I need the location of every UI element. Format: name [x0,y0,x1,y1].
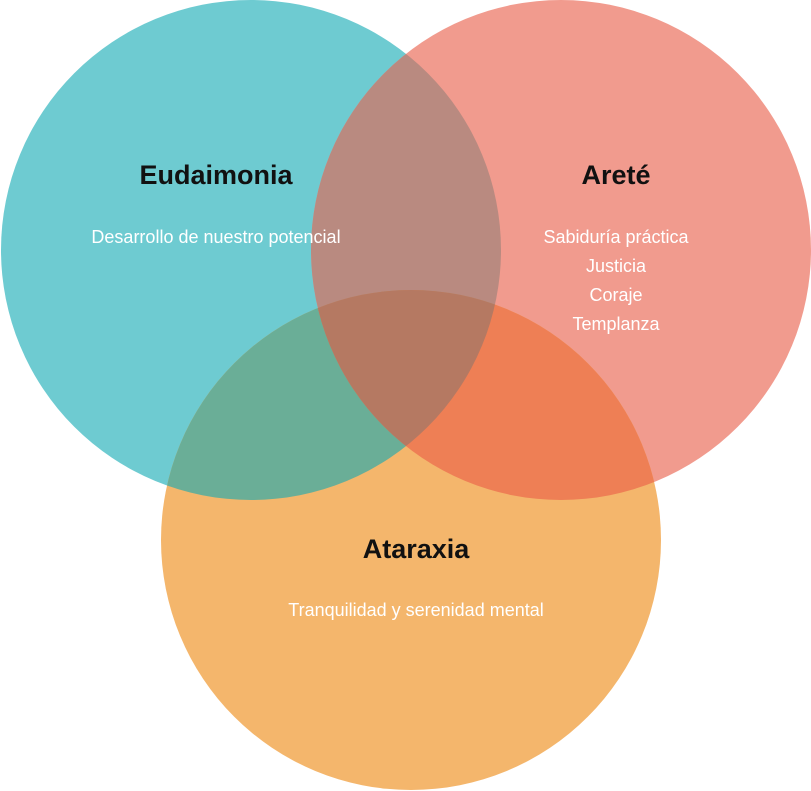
arete-virtue-courage: Coraje [589,285,642,305]
arete-title: Areté [581,160,650,190]
arete-virtue-wisdom: Sabiduría práctica [543,227,689,247]
eudaimonia-description: Desarrollo de nuestro potencial [91,227,340,247]
ataraxia-description: Tranquilidad y serenidad mental [288,600,543,620]
arete-virtue-temperance: Templanza [572,314,660,334]
overlap-arete-ataraxia [311,290,661,500]
arete-virtue-justice: Justicia [586,256,647,276]
overlap-eudaimonia-ataraxia [161,290,501,500]
eudaimonia-title: Eudaimonia [139,160,293,190]
ataraxia-title: Ataraxia [363,534,471,564]
